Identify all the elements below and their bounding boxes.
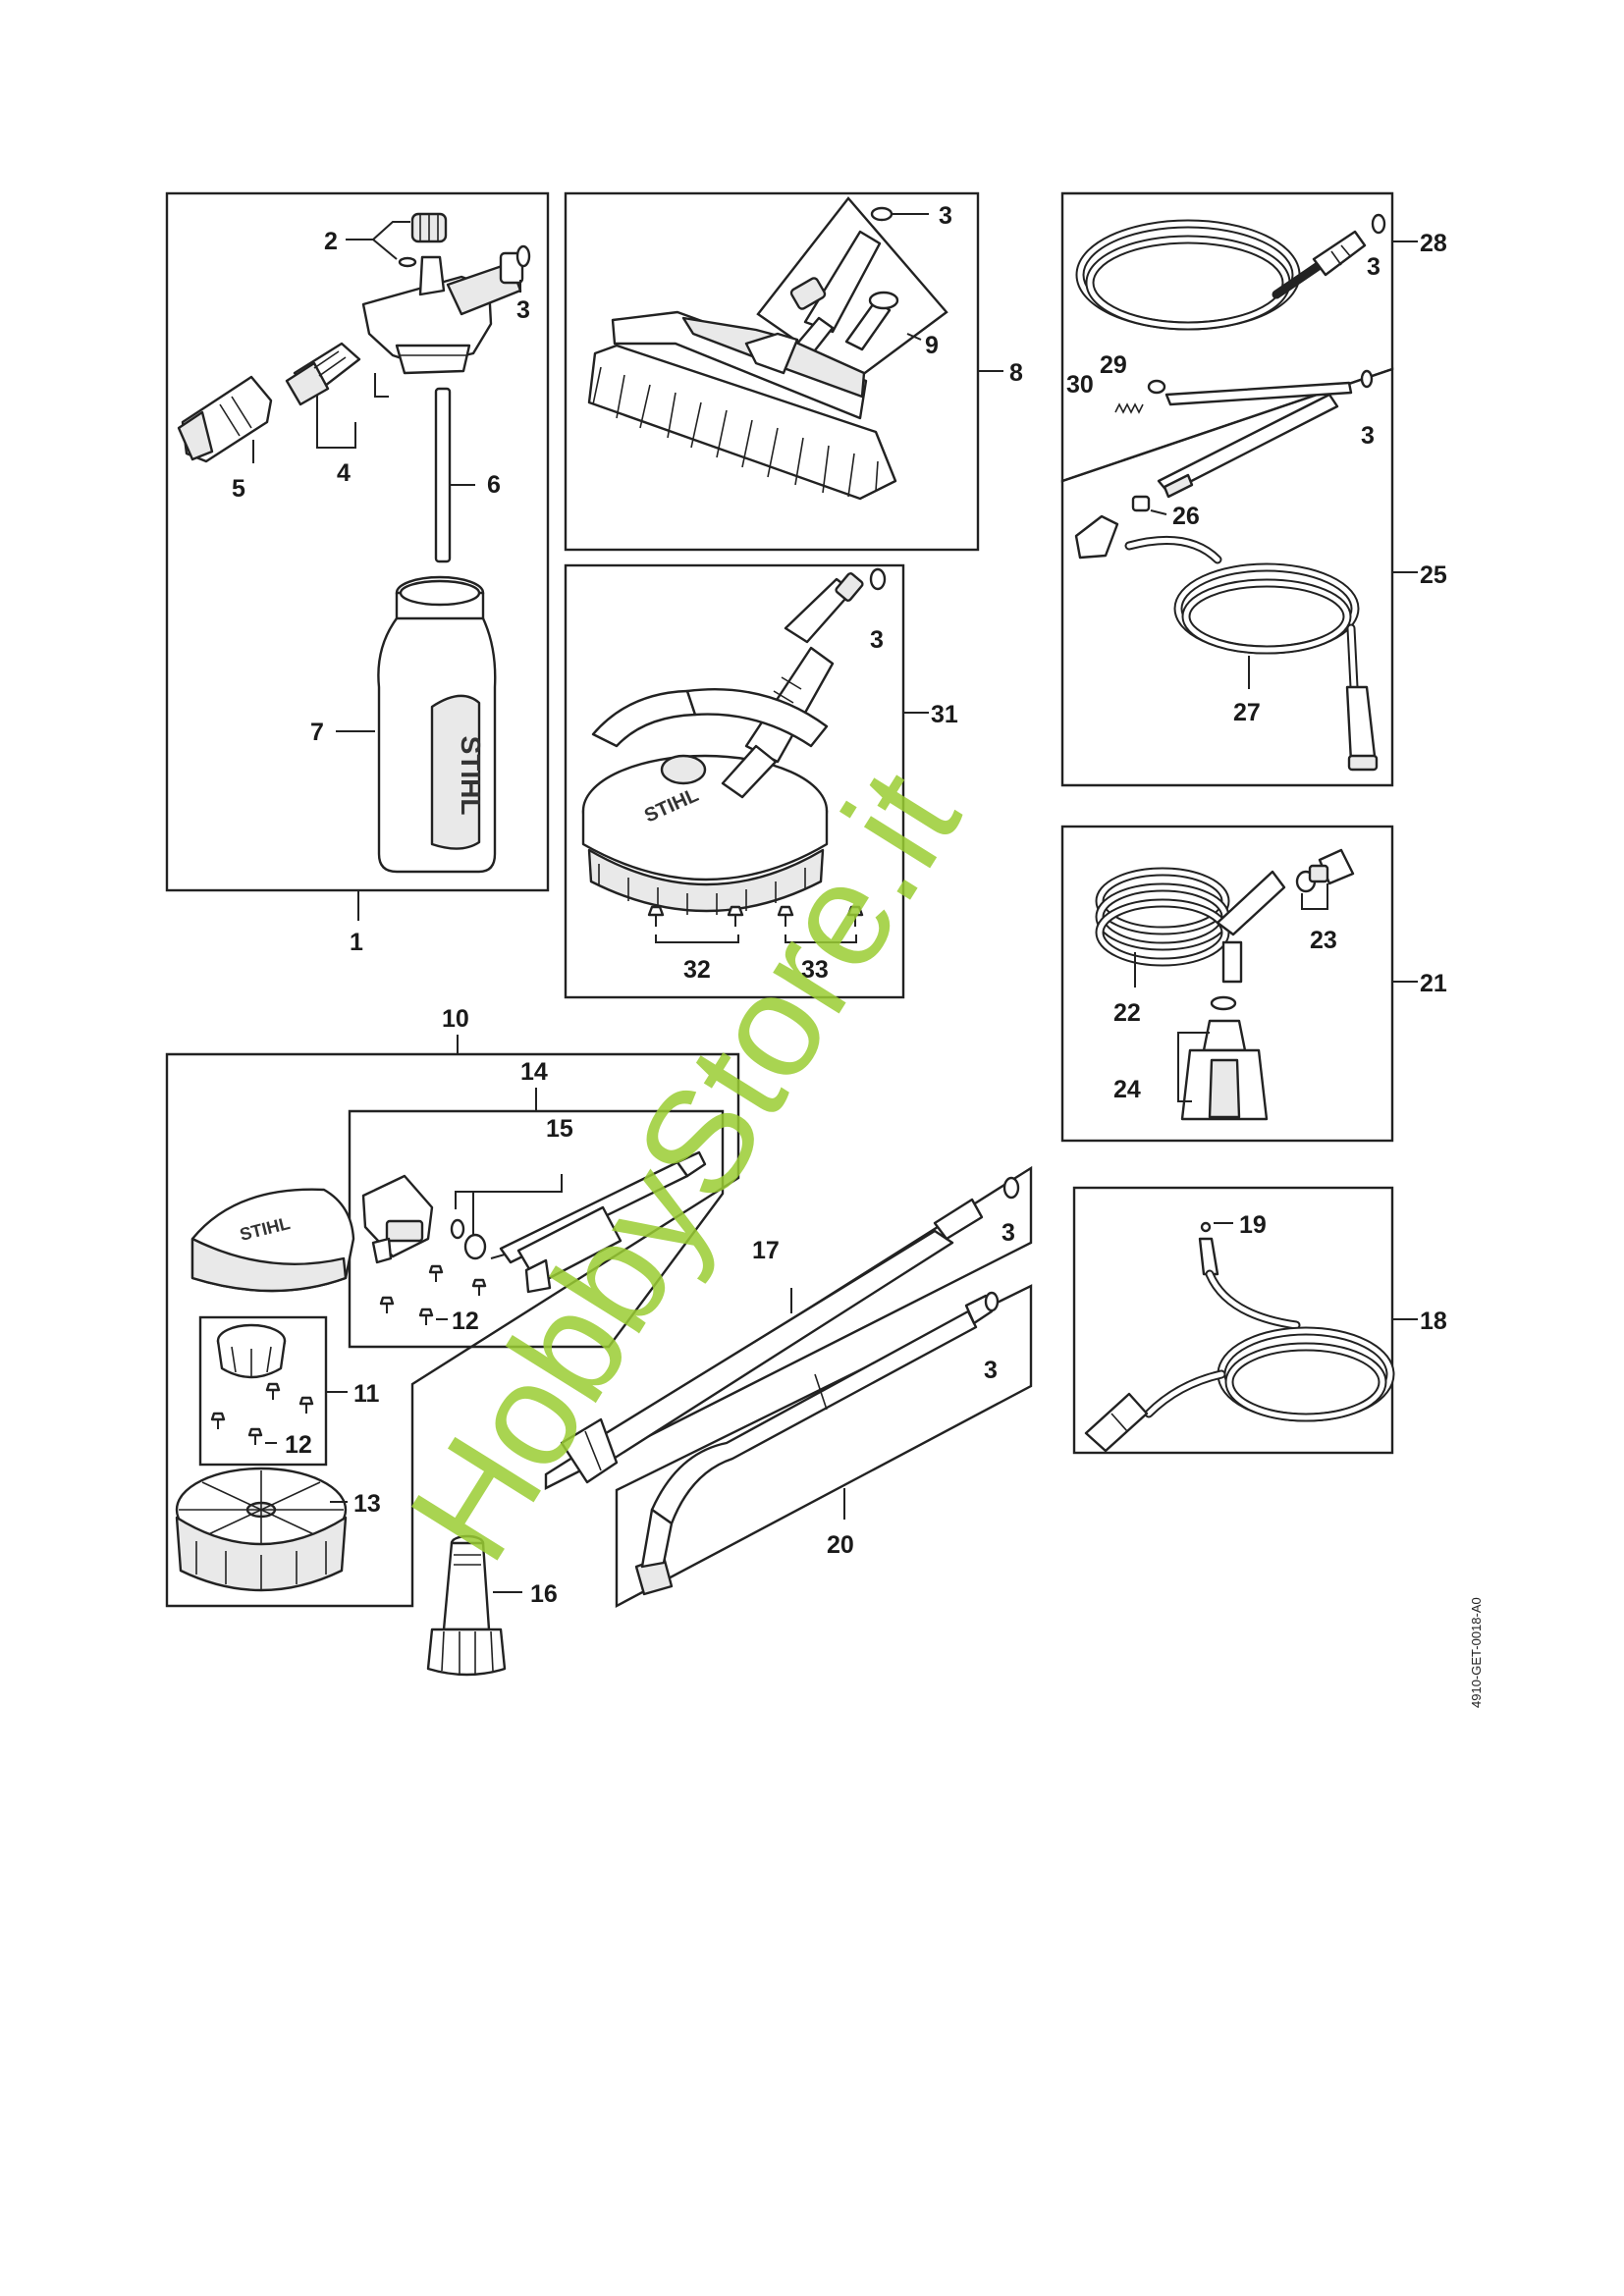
label-3: 3 bbox=[984, 1357, 998, 1384]
label-13: 13 bbox=[353, 1490, 381, 1518]
group-spray-lances: 17 3 3 20 16 bbox=[426, 1165, 1033, 1677]
group-drain-hose: 19 18 bbox=[1072, 1186, 1447, 1455]
part-lance-17 bbox=[560, 1198, 984, 1484]
drawing-code: 4910-GET-0018-A0 bbox=[1469, 1597, 1484, 1708]
o-ring bbox=[515, 244, 531, 268]
part-cap bbox=[398, 212, 448, 268]
label-25: 25 bbox=[1420, 561, 1447, 589]
part-rotor-nozzle bbox=[426, 1534, 507, 1677]
label-16: 16 bbox=[530, 1580, 558, 1608]
part-screws-11 bbox=[210, 1382, 314, 1445]
part-screws-14 bbox=[379, 1264, 487, 1325]
part-sprayer-head bbox=[361, 251, 524, 375]
label-27: 27 bbox=[1233, 699, 1261, 726]
box-group-31 bbox=[564, 563, 905, 999]
group-surface-cleaner: STIHL 3 31 32 33 bbox=[564, 563, 958, 999]
label-30: 30 bbox=[1066, 371, 1094, 399]
label-3: 3 bbox=[1367, 253, 1380, 281]
part-angle-joint bbox=[361, 1174, 434, 1264]
label-2: 2 bbox=[324, 228, 338, 255]
group-extension-hoses: 3 28 29 30 3 26 25 27 bbox=[1060, 191, 1447, 787]
o-ring bbox=[984, 1291, 1000, 1312]
part-spring-30 bbox=[1114, 402, 1144, 414]
label-21: 21 bbox=[1420, 970, 1447, 997]
label-3: 3 bbox=[870, 626, 884, 654]
label-22: 22 bbox=[1113, 999, 1141, 1027]
bottle-brand-text: STIHL bbox=[456, 736, 486, 816]
label-28: 28 bbox=[1420, 230, 1447, 257]
part-suction-tube bbox=[434, 387, 452, 563]
label-24: 24 bbox=[1113, 1076, 1141, 1103]
label-11: 11 bbox=[353, 1380, 380, 1408]
part-hose-28 bbox=[1075, 219, 1367, 331]
part-nozzle-adapter bbox=[285, 342, 389, 406]
label-18: 18 bbox=[1420, 1308, 1447, 1335]
box-group-20 bbox=[615, 1284, 1033, 1608]
label-4: 4 bbox=[337, 459, 351, 487]
group-suction-kit: 23 21 22 24 bbox=[1060, 825, 1447, 1143]
group-rotating-brush: STIHL bbox=[165, 1005, 740, 1608]
part-brush-cover: STIHL bbox=[190, 1188, 355, 1293]
label-3: 3 bbox=[1001, 1219, 1015, 1247]
box-group-14 bbox=[348, 1109, 725, 1349]
label-12: 12 bbox=[285, 1431, 312, 1459]
label-3: 3 bbox=[1361, 422, 1375, 450]
o-ring bbox=[450, 1218, 465, 1240]
part-connector-23 bbox=[1295, 848, 1355, 893]
label-3: 3 bbox=[939, 202, 952, 230]
part-rotating-brush bbox=[175, 1467, 348, 1592]
label-10: 10 bbox=[442, 1005, 469, 1033]
part-suction-hose bbox=[1095, 867, 1286, 984]
label-5: 5 bbox=[232, 475, 245, 503]
part-brush bbox=[587, 310, 897, 501]
part-hose-25 bbox=[1074, 495, 1379, 772]
label-14: 14 bbox=[520, 1058, 548, 1086]
label-9: 9 bbox=[925, 332, 939, 359]
label-8: 8 bbox=[1009, 359, 1023, 387]
part-bottle: STIHL bbox=[377, 575, 497, 874]
label-20: 20 bbox=[827, 1531, 854, 1559]
brush-bristles bbox=[592, 366, 879, 498]
part-lance-extension bbox=[1157, 381, 1353, 499]
part-surface-cleaner: STIHL bbox=[581, 572, 864, 915]
label-12: 12 bbox=[452, 1308, 479, 1335]
label-23: 23 bbox=[1310, 927, 1337, 954]
label-15: 15 bbox=[546, 1115, 573, 1143]
part-brush-head bbox=[216, 1323, 287, 1379]
part-adapters bbox=[789, 230, 899, 357]
part-screws-33 bbox=[777, 905, 864, 927]
label-17: 17 bbox=[752, 1237, 780, 1264]
box-group-10 bbox=[165, 1052, 740, 1608]
label-31: 31 bbox=[931, 701, 958, 728]
part-screws-32 bbox=[647, 905, 744, 927]
label-7: 7 bbox=[310, 719, 324, 746]
part-nozzle bbox=[177, 375, 273, 463]
label-1: 1 bbox=[350, 929, 363, 956]
label-32: 32 bbox=[683, 956, 711, 984]
box-group-25 bbox=[1060, 367, 1394, 787]
label-19: 19 bbox=[1239, 1211, 1267, 1239]
o-ring bbox=[1360, 369, 1374, 389]
o-ring bbox=[870, 206, 893, 222]
part-washer-29 bbox=[1147, 379, 1166, 395]
label-29: 29 bbox=[1100, 351, 1127, 379]
o-ring bbox=[1002, 1176, 1020, 1200]
part-drain-hose bbox=[1084, 1221, 1395, 1453]
label-26: 26 bbox=[1172, 503, 1200, 530]
part-lance-20 bbox=[634, 1294, 994, 1596]
group-foam-sprayer: STIHL 2 3 4 5 6 7 1 bbox=[165, 191, 550, 956]
o-ring bbox=[463, 1233, 487, 1260]
label-3: 3 bbox=[516, 296, 530, 324]
o-ring bbox=[1371, 213, 1386, 235]
label-6: 6 bbox=[487, 471, 501, 499]
part-angle-lance bbox=[490, 1150, 707, 1294]
label-33: 33 bbox=[801, 956, 829, 984]
o-ring bbox=[869, 567, 887, 591]
group-wash-brush: 3 9 8 bbox=[564, 191, 1023, 552]
part-filter-24 bbox=[1180, 995, 1269, 1121]
surface-cleaner-bristles bbox=[598, 864, 806, 915]
box-group-21 bbox=[1060, 825, 1394, 1143]
